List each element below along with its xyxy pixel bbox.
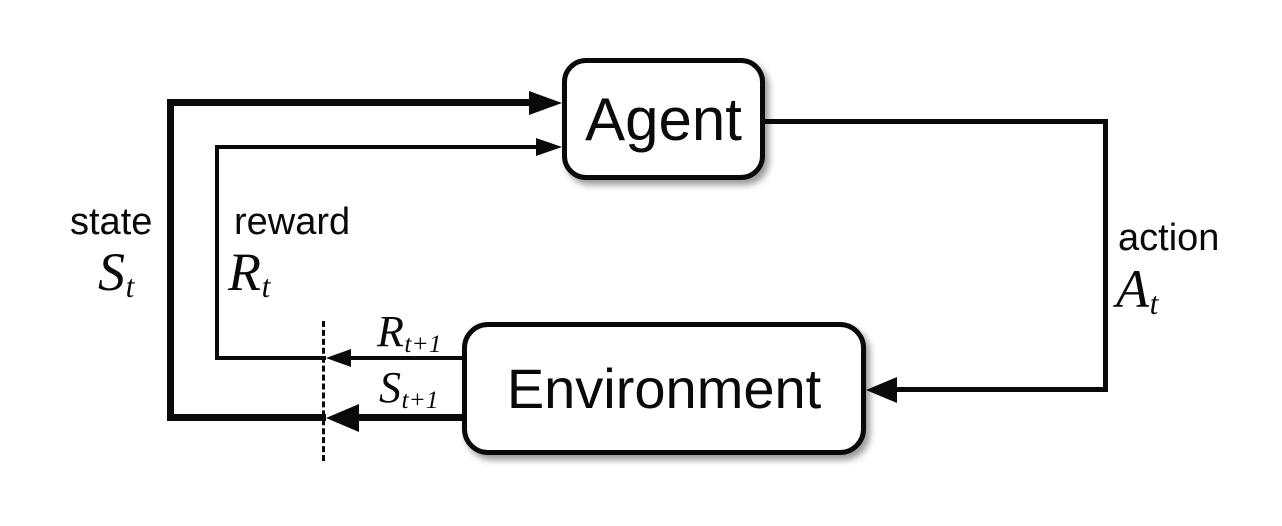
action-symbol-label: At	[1116, 259, 1159, 321]
timestep-boundary-dashed-line	[322, 321, 325, 461]
action-to-environment-arrowhead-icon	[866, 377, 897, 403]
reward-line-bottom	[215, 356, 326, 360]
action-line-vertical	[1103, 119, 1108, 392]
state-word-label: state	[70, 201, 153, 243]
environment-node-label: Environment	[506, 357, 822, 420]
state-line-top	[167, 99, 533, 106]
reward-line-top	[215, 145, 537, 149]
action-word-label: action	[1118, 217, 1220, 259]
next-reward-arrowhead-icon	[326, 349, 351, 367]
state-line-vertical	[167, 99, 174, 421]
agent-node: Agent	[562, 58, 765, 180]
action-line-bottom	[896, 387, 1108, 392]
reward-word-label: reward	[234, 201, 351, 243]
next-reward-symbol-label: Rt+1	[377, 307, 442, 358]
next-state-arrowhead-icon	[326, 404, 359, 432]
action-line-top	[765, 119, 1108, 124]
state-to-agent-arrowhead-icon	[529, 91, 562, 115]
state-line-bottom	[167, 414, 326, 421]
reward-to-agent-arrowhead-icon	[536, 138, 562, 156]
reward-line-from-environment	[351, 356, 462, 360]
reward-symbol-label: Rt	[228, 242, 271, 304]
state-line-from-environment	[359, 414, 462, 421]
environment-node: Environment	[462, 322, 866, 455]
agent-node-label: Agent	[585, 85, 742, 153]
reward-line-vertical	[215, 145, 219, 360]
state-symbol-label: St	[98, 242, 135, 304]
next-state-symbol-label: St+1	[379, 363, 439, 414]
